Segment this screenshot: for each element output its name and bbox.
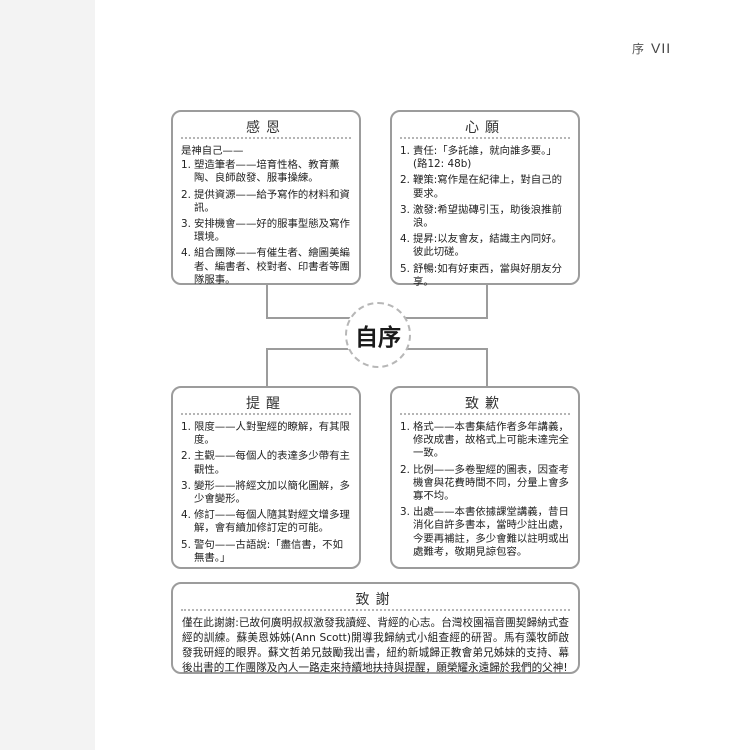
list-item: 1.責任:「多託誰，就向誰多要。」(路12: 48b) <box>400 145 557 171</box>
dotted-divider <box>181 609 570 611</box>
reminders-box: 提醒 1.限度——人對聖經的瞭解，有其限度。 2.主觀——每個人的表達多少帶有主… <box>171 386 361 569</box>
list-item: 1.格式——本書集結作者多年講義，修改成書，故格式上可能未達完全一致。 <box>400 421 569 460</box>
list-item: 5.警句——古語說:「盡信書，不如無書。」 <box>181 538 343 564</box>
box-title: 心願 <box>465 120 505 136</box>
list-item: 5.舒暢:如有好東西，當與好朋友分享。 <box>400 262 562 288</box>
section-label: 序 <box>632 42 646 56</box>
thanks-box: 致謝 僅在此謝謝:已故何廣明叔叔激發我讀經、背經的心志。台灣校園福音團契歸納式查… <box>171 582 580 674</box>
dotted-divider <box>400 413 570 415</box>
list-item: 4.提昇:以友會友，結識主內同好。彼此切磋。 <box>400 233 562 259</box>
box-title: 致謝 <box>355 592 396 608</box>
list-item: 4.修訂——每個人隨其對經文增多理解，會有續加修訂定的可能。 <box>181 509 350 535</box>
center-title: 自序 <box>355 325 401 351</box>
wishes-box: 心願 1.責任:「多託誰，就向誰多要。」(路12: 48b) 2.鞭策:寫作是在… <box>390 110 580 288</box>
page-number: VII <box>651 40 672 56</box>
box-title: 致歉 <box>465 396 505 412</box>
list-item: 3.出處——本書依據課堂講義，昔日消化自許多書本，當時少註出處，今要再補註，多少… <box>400 506 569 558</box>
dotted-divider <box>181 413 351 415</box>
apology-list: 1.格式——本書集結作者多年講義，修改成書，故格式上可能未達完全一致。 2.比例… <box>400 421 570 559</box>
intro-line: 是神自己—— <box>181 145 244 157</box>
list-item: 2.主觀——每個人的表達多少帶有主觀性。 <box>181 450 350 476</box>
dotted-divider <box>400 137 570 139</box>
gratitude-box: 感恩 是神自己—— 1.塑造筆者——培育性格、教育薰陶、良師啟發、服事操練。 2… <box>171 110 361 286</box>
list-item: 3.變形——將經文加以簡化圖解，多少會變形。 <box>181 479 350 506</box>
box-title: 提醒 <box>246 396 286 412</box>
gratitude-list: 1.塑造筆者——培育性格、教育薰陶、良師啟發、服事操練。 2.提供資源——給予寫… <box>181 159 351 287</box>
list-item: 4.組合團隊——有催生者、繪圖美編者、編書者、校對者、印書者等團隊服事。 <box>181 247 350 286</box>
running-header: 序 VII <box>632 40 671 57</box>
list-item: 3.安排機會——好的服事型態及寫作環境。 <box>181 218 350 244</box>
list-item: 2.鞭策:寫作是在紀律上，對自己的要求。 <box>400 174 562 200</box>
box-body: 1.格式——本書集結作者多年講義，修改成書，故格式上可能未達完全一致。 2.比例… <box>392 415 578 568</box>
box-body: 1.責任:「多託誰，就向誰多要。」(路12: 48b) 2.鞭策:寫作是在紀律上… <box>392 139 578 298</box>
center-badge: 自序 <box>345 302 411 368</box>
list-item: 1.限度——人對聖經的瞭解，有其限度。 <box>181 421 350 447</box>
list-item: 3.激發:希望拋磚引玉，助後浪推前浪。 <box>400 203 562 230</box>
box-title: 感恩 <box>246 120 286 136</box>
wishes-list: 1.責任:「多託誰，就向誰多要。」(路12: 48b) 2.鞭策:寫作是在紀律上… <box>400 145 570 289</box>
list-item: 2.提供資源——給予寫作的材料和資訊。 <box>181 188 350 214</box>
dotted-divider <box>181 137 351 139</box>
box-body: 是神自己—— 1.塑造筆者——培育性格、教育薰陶、良師啟發、服事操練。 2.提供… <box>173 139 359 296</box>
box-body: 1.限度——人對聖經的瞭解，有其限度。 2.主觀——每個人的表達多少帶有主觀性。… <box>173 415 359 574</box>
apology-box: 致歉 1.格式——本書集結作者多年講義，修改成書，故格式上可能未達完全一致。 2… <box>390 386 580 569</box>
thanks-paragraph: 僅在此謝謝:已故何廣明叔叔激發我讀經、背經的心志。台灣校園福音團契歸納式查經的訓… <box>182 617 569 674</box>
list-item: 1.塑造筆者——培育性格、教育薰陶、良師啟發、服事操練。 <box>181 159 340 185</box>
list-item: 2.比例——多卷聖經的圖表，因查考機會與花費時間不同，分量上會多寡不均。 <box>400 463 569 503</box>
reminders-list: 1.限度——人對聖經的瞭解，有其限度。 2.主觀——每個人的表達多少帶有主觀性。… <box>181 421 351 565</box>
